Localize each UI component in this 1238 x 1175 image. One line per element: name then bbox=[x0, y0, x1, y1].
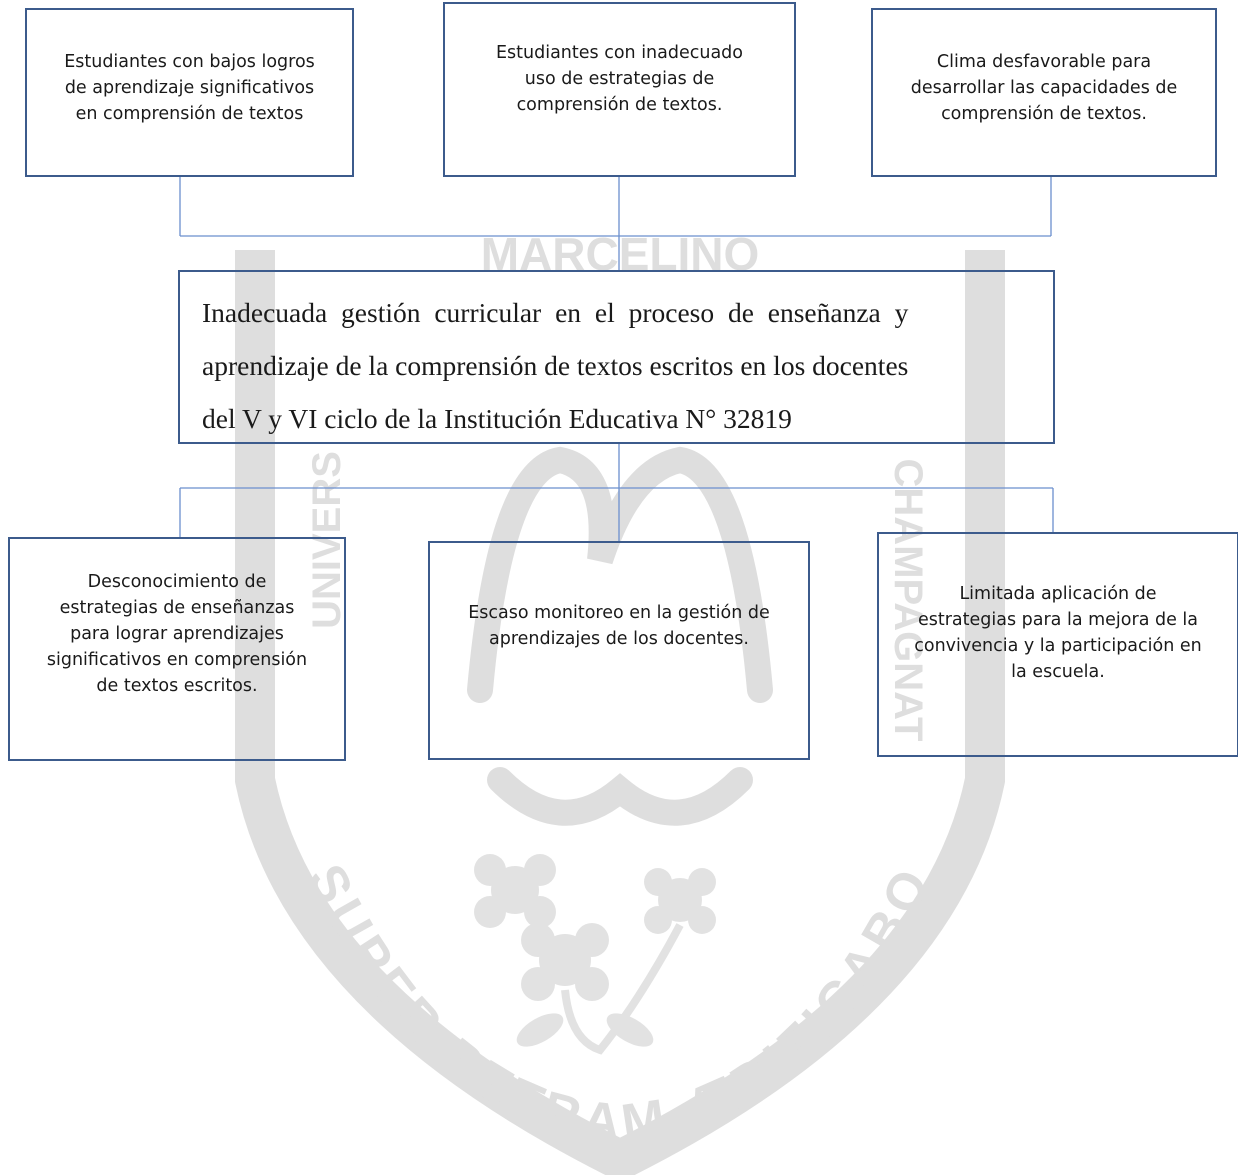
effect-text-1: Estudiantes con bajos logros de aprendiz… bbox=[64, 51, 315, 124]
cause-box-3: Limitada aplicación de estrategias para … bbox=[877, 532, 1238, 757]
effect-text-2: Estudiantes con inadecuado uso de estrat… bbox=[495, 42, 743, 115]
central-problem-line-1: Inadecuada gestión curricular en el proc… bbox=[202, 297, 909, 328]
central-problem-line-3: del V y VI ciclo de la Institución Educa… bbox=[202, 403, 792, 434]
cause-box-1: Desconocimiento de estrategias de enseña… bbox=[8, 537, 346, 761]
effect-box-1: Estudiantes con bajos logros de aprendiz… bbox=[25, 8, 354, 177]
cause-text-3: Limitada aplicación de estrategias para … bbox=[914, 583, 1202, 682]
flower-icon bbox=[474, 854, 716, 1055]
central-problem-text: Inadecuada gestión curricular en el proc… bbox=[202, 286, 908, 445]
effect-text-3: Clima desfavorable para desarrollar las … bbox=[910, 51, 1178, 124]
watermark-left-text: UNIVERS bbox=[305, 451, 349, 629]
watermark-right-text: CHAMPAGNAT bbox=[886, 459, 930, 742]
cause-text-2: Escaso monitoreo en la gestión de aprend… bbox=[468, 602, 770, 649]
effect-box-3: Clima desfavorable para desarrollar las … bbox=[871, 8, 1217, 177]
central-problem-box: Inadecuada gestión curricular en el proc… bbox=[178, 270, 1055, 444]
effect-box-2: Estudiantes con inadecuado uso de estrat… bbox=[443, 2, 796, 177]
shield-outline bbox=[235, 250, 1005, 1175]
cause-box-2: Escaso monitoreo en la gestión de aprend… bbox=[428, 541, 810, 760]
monogram-icon bbox=[467, 446, 773, 826]
cause-text-1: Desconocimiento de estrategias de enseña… bbox=[46, 572, 308, 696]
central-problem-line-2: aprendizaje de la comprensión de textos … bbox=[202, 350, 909, 381]
